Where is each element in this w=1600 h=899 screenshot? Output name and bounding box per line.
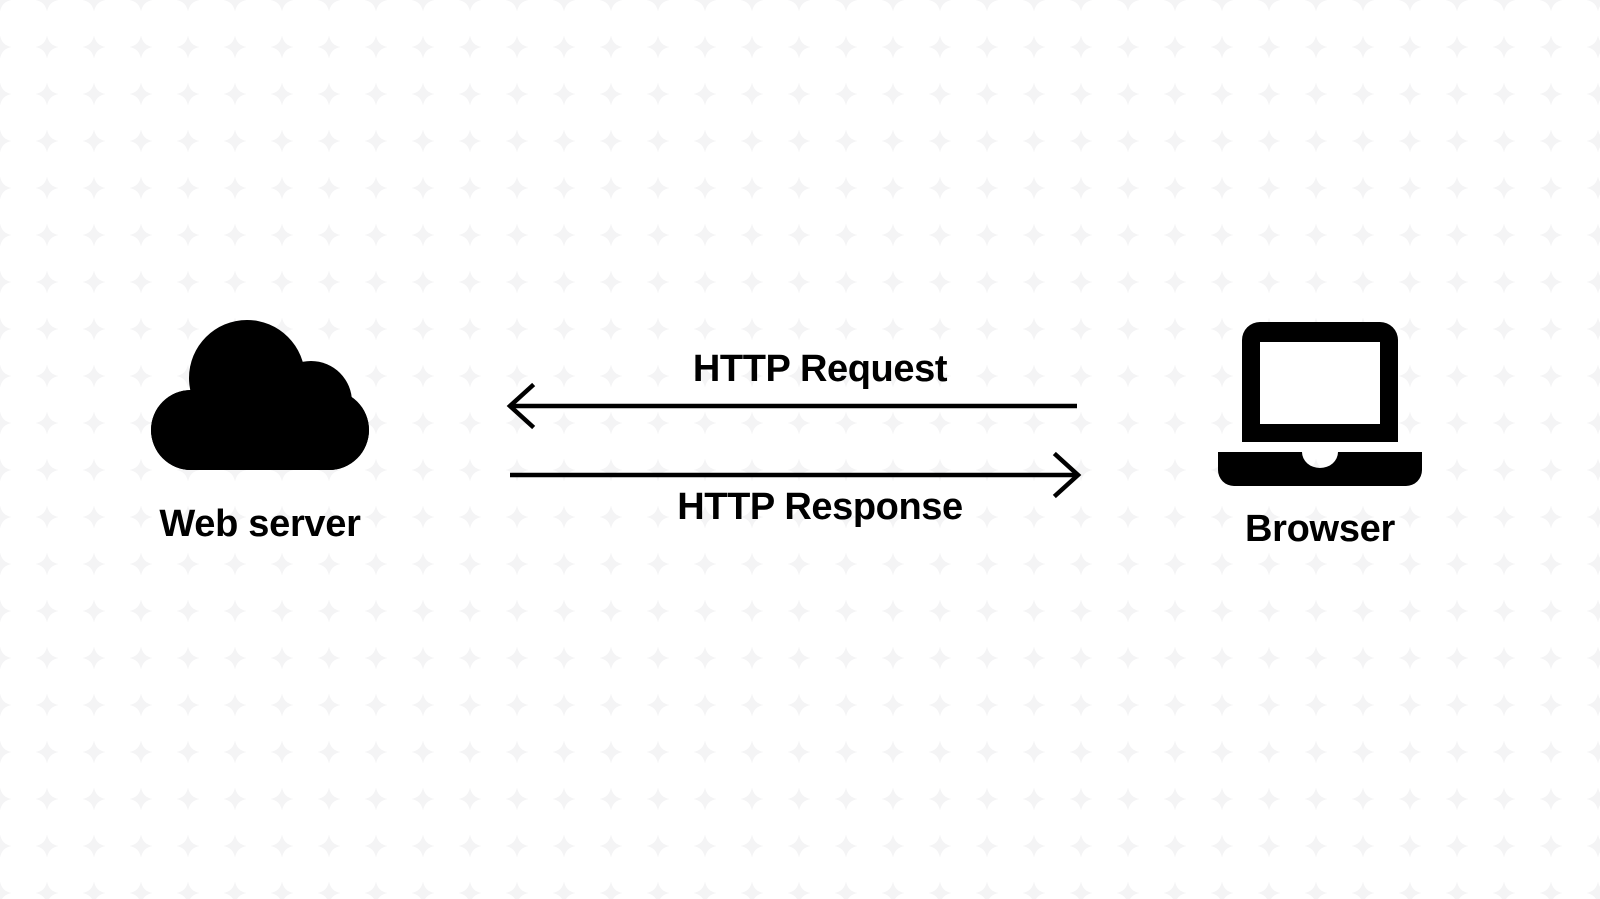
laptop-icon (1218, 322, 1422, 486)
cloud-icon (151, 320, 369, 470)
node-label-browser: Browser (1245, 508, 1395, 550)
node-label-web-server: Web server (159, 503, 361, 545)
flow-label-http-response: HTTP Response (677, 486, 963, 528)
flow-area: HTTP Request HTTP Response (470, 330, 1110, 550)
arrow-http-request (506, 382, 1077, 430)
node-web-server: Web server (105, 320, 415, 543)
node-browser: Browser (1165, 320, 1475, 548)
flow-label-http-request: HTTP Request (692, 348, 948, 390)
